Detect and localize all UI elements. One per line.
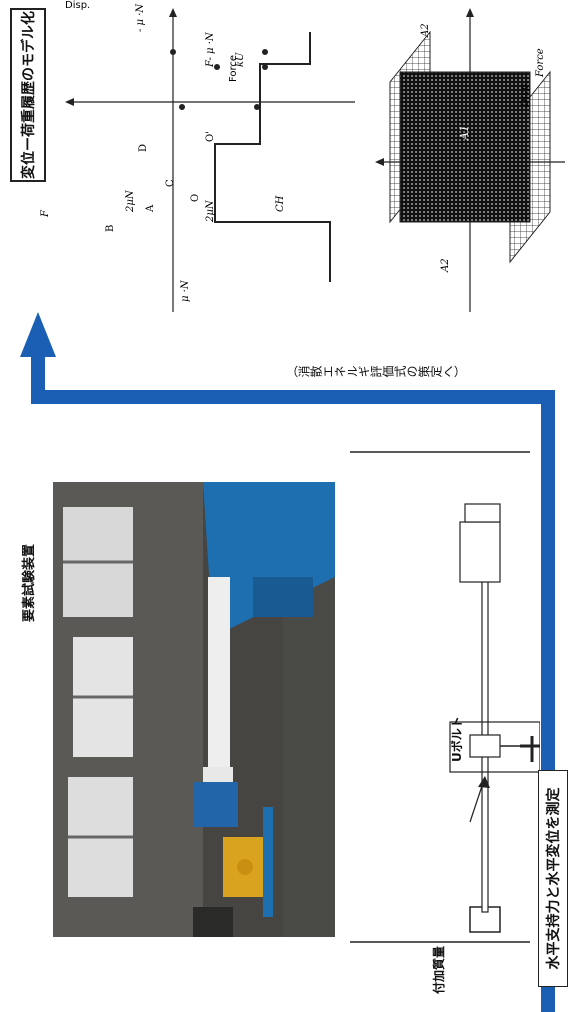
test-rig-schematic: [350, 451, 540, 943]
arrow-label: （消散エネルギ評価式の策定へ）: [286, 365, 466, 379]
hysteresis-mun: μ ·N: [180, 280, 191, 302]
hysteresis-ku: kU: [235, 52, 246, 68]
energy-disp-label: Disp.: [520, 81, 531, 107]
energy-a2-top: A2: [420, 23, 431, 37]
energy-a2-bottom: A2: [440, 258, 451, 272]
hysteresis-disp-label: Disp.: [65, 0, 91, 11]
test-apparatus-photo: [53, 482, 335, 937]
hysteresis-point-5: O': [205, 131, 216, 142]
hysteresis-2mun-mid: 2μN: [205, 200, 216, 222]
ubolt-label: Uボルト: [450, 716, 464, 762]
hysteresis-point-2: A: [145, 204, 156, 212]
energy-diagram: [375, 8, 565, 312]
hysteresis-diagram: [65, 8, 355, 312]
hysteresis-point-3: D: [138, 143, 149, 152]
added-mass-label: 付加質量: [432, 945, 446, 994]
energy-force-label: Force: [535, 48, 546, 77]
photo-drawing: [53, 482, 335, 937]
hysteresis-point-1: C: [165, 179, 176, 187]
hysteresis-minus-mun: - μ ·N: [135, 3, 146, 32]
hysteresis-F: F: [40, 210, 51, 217]
hysteresis-F-term: F- μ ·N: [205, 32, 216, 67]
support-frame: [449, 721, 540, 773]
hysteresis-ch: CH: [275, 195, 286, 212]
measurement-box: 水平支持力と水平変位を測定: [538, 770, 568, 987]
energy-a1: A1: [458, 125, 471, 140]
hysteresis-point-0: B: [105, 224, 116, 232]
hysteresis-2mun-top: 2μN: [125, 190, 136, 212]
arrow-head-icon: [20, 312, 56, 357]
hysteresis-point-4: O: [190, 193, 201, 202]
